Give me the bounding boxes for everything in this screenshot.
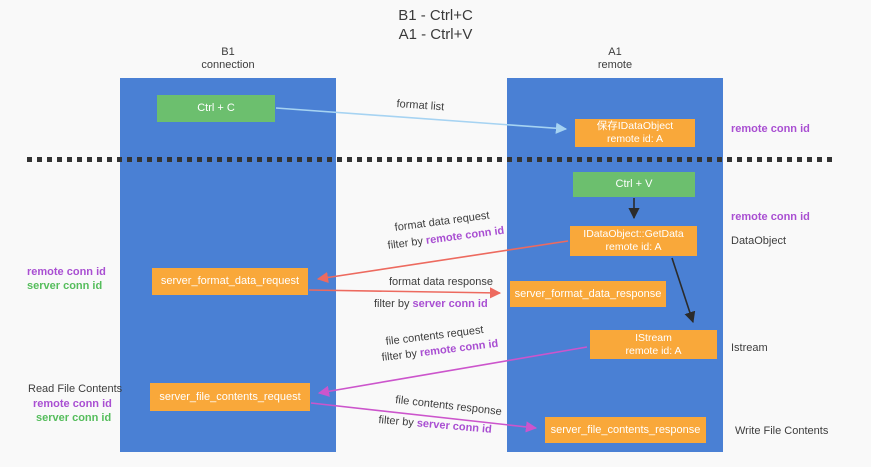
arrow-file-contents-response <box>310 402 538 433</box>
ctrl-c-label: Ctrl + C <box>197 102 235 114</box>
title-line-1: B1 - Ctrl+C <box>398 7 473 24</box>
server-format-data-response-label: server_format_data_response <box>514 287 662 300</box>
format-data-response-label: format data response <box>389 276 493 288</box>
save-dataobject-line1: 保存IDataObject <box>596 120 674 132</box>
save-dataobject-line2: remote id: A <box>606 133 664 145</box>
lane-b1-subtitle: connection <box>201 59 255 71</box>
getdata-line2: remote id: A <box>605 241 662 253</box>
arrow-file-contents-request <box>317 346 588 397</box>
istream-box: IStream remote id: A <box>590 330 717 359</box>
read-file-contents-label: Read File Contents <box>28 383 123 395</box>
left-file-remote-conn-id: remote conn id <box>33 398 112 410</box>
right-remote-conn-id-mid: remote conn id <box>731 211 810 223</box>
lane-header-b1: B1 connection <box>120 46 336 72</box>
getdata-box: IDataObject::GetData remote id: A <box>570 226 697 256</box>
arrow-format-data-request <box>316 240 569 284</box>
arrow-format-data-response <box>308 287 502 299</box>
write-file-contents-label: Write File Contents <box>735 425 829 437</box>
lane-b1-title: B1 <box>221 46 235 58</box>
server-format-data-request-box: server_format_data_request <box>152 268 308 295</box>
dataobject-label: DataObject <box>731 235 787 247</box>
istream-side-label: Istream <box>731 342 768 354</box>
lane-a1-title: A1 <box>608 46 622 58</box>
left-format-remote-conn-id: remote conn id <box>27 266 106 278</box>
save-dataobject-box: 保存IDataObject remote id: A <box>575 119 695 147</box>
arrow-getdata-to-istream <box>671 257 696 324</box>
istream-line1: IStream <box>635 331 672 344</box>
left-format-server-conn-id: server conn id <box>27 280 103 292</box>
server-conn-id-key: server conn id <box>412 298 488 310</box>
server-format-data-response-box: server_format_data_response <box>510 281 666 307</box>
format-data-response-filter: filter by server conn id <box>374 298 488 310</box>
title-line-2: A1 - Ctrl+V <box>398 26 473 43</box>
ctrl-c-box: Ctrl + C <box>157 95 275 122</box>
ctrl-v-box: Ctrl + V <box>573 172 695 197</box>
server-file-contents-response-label: server_file_contents_response <box>550 423 701 436</box>
server-file-contents-request-box: server_file_contents_request <box>150 383 310 411</box>
lane-a1-subtitle: remote <box>597 59 633 71</box>
copy-paste-divider-line <box>27 157 833 162</box>
lane-header-a1: A1 remote <box>507 46 723 72</box>
filter-by-prefix: filter by <box>374 298 413 310</box>
right-remote-conn-id-top: remote conn id <box>731 123 810 135</box>
server-file-contents-response-box: server_file_contents_response <box>545 417 706 443</box>
istream-line2: remote id: A <box>625 344 682 357</box>
left-file-server-conn-id: server conn id <box>36 412 112 424</box>
diagram-title: B1 - Ctrl+C A1 - Ctrl+V <box>0 6 871 44</box>
ctrl-v-label: Ctrl + V <box>615 178 653 190</box>
server-format-data-request-label: server_format_data_request <box>160 275 300 287</box>
arrow-format-list <box>275 107 568 134</box>
server-file-contents-request-label: server_file_contents_request <box>159 390 301 403</box>
getdata-line1: IDataObject::GetData <box>583 228 684 240</box>
